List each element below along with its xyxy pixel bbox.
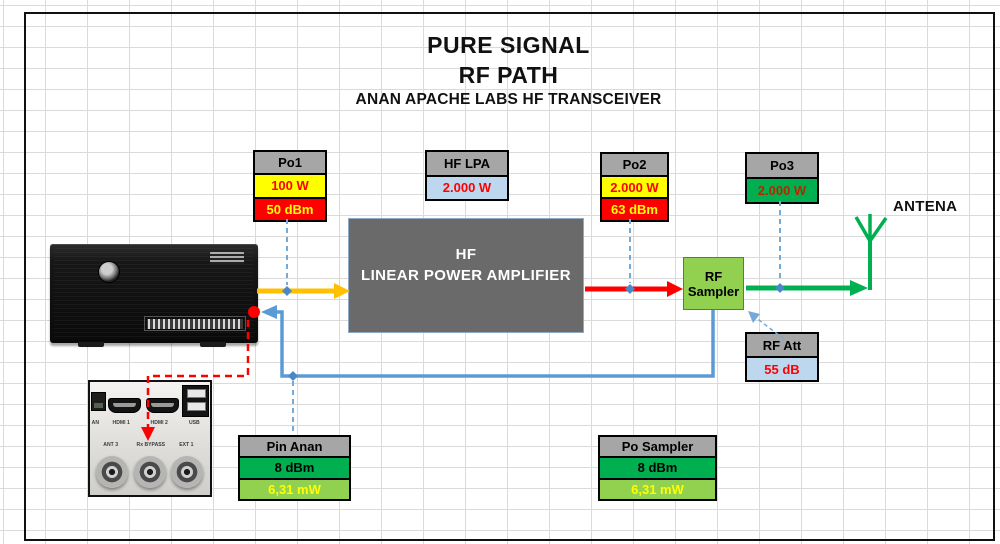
po2-watts-value: 2.000 W <box>602 174 667 198</box>
po3-watts-value: 2.000 W <box>747 177 817 202</box>
hdmi2-port-label: HDMI 2 <box>150 420 168 426</box>
hf-lpa-measurement-box: HF LPA 2.000 W <box>425 150 509 201</box>
hf-lpa-watts-value: 2.000 W <box>427 174 507 199</box>
rf-att-value: 55 dB <box>747 356 817 380</box>
bnc-connector-rx-bypass-icon <box>134 456 166 488</box>
apache-labs-logo <box>210 252 244 264</box>
page-subtitle-transceiver: ANAN APACHE LABS HF TRANSCEIVER <box>355 91 662 108</box>
bnc-connector-ext1-icon <box>171 456 203 488</box>
hdmi1-port-icon <box>108 398 141 413</box>
rf-att-measurement-box: RF Att 55 dB <box>745 332 819 382</box>
po1-measurement-box: Po1 100 W 50 dBm <box>253 150 327 222</box>
po1-watts-value: 100 W <box>255 173 325 197</box>
device-foot <box>78 342 104 347</box>
sampler-line2: Sampler <box>687 283 740 299</box>
po-sampler-mw-value: 6,31 mW <box>600 477 715 499</box>
ant3-connector-label: ANT 3 <box>103 442 119 448</box>
diagram-border <box>24 12 995 541</box>
po1-dbm-value: 50 dBm <box>255 196 325 220</box>
antenna-label: ANTENA <box>893 198 958 215</box>
po-sampler-measurement-box: Po Sampler 8 dBm 6,31 mW <box>598 435 717 501</box>
rf-sampler-block: RF Sampler <box>683 257 744 310</box>
pin-anan-measurement-box: Pin Anan 8 dBm 6,31 mW <box>238 435 351 501</box>
transceiver-back-panel-photo: AN HDMI 1 HDMI 2 USB ANT 3 Rx BYPASS EXT… <box>88 380 212 497</box>
rx-bypass-connector-label: Rx BYPASS <box>136 442 166 448</box>
hf-lpa-header: HF LPA <box>427 152 507 175</box>
po2-dbm-value: 63 dBm <box>602 197 667 221</box>
ethernet-port-icon <box>91 392 106 411</box>
amplifier-line2: LINEAR POWER AMPLIFIER <box>361 266 571 284</box>
pin-anan-dbm-value: 8 dBm <box>240 456 349 478</box>
po3-measurement-box: Po3 2.000 W <box>745 152 819 204</box>
hdmi1-port-label: HDMI 1 <box>112 420 130 426</box>
po3-header: Po3 <box>747 154 817 177</box>
ext1-connector-label: EXT 1 <box>179 442 194 448</box>
page-subtitle-rf-path: RF PATH <box>458 62 559 88</box>
lan-port-label: AN <box>91 420 100 426</box>
po-sampler-dbm-value: 8 dBm <box>600 456 715 478</box>
po2-header: Po2 <box>602 154 667 175</box>
usb-port-icon <box>182 385 209 417</box>
po2-measurement-box: Po2 2.000 W 63 dBm <box>600 152 669 222</box>
bnc-connector-ant3-icon <box>96 456 128 488</box>
usb-port-label: USB <box>188 420 200 426</box>
power-button-icon <box>98 261 120 283</box>
pin-anan-header: Pin Anan <box>240 437 349 457</box>
pin-anan-mw-value: 6,31 mW <box>240 477 349 499</box>
amplifier-line1: HF <box>455 245 477 263</box>
rf-att-header: RF Att <box>747 334 817 356</box>
po-sampler-header: Po Sampler <box>600 437 715 457</box>
hdmi2-port-icon <box>146 398 179 413</box>
page-title: PURE SIGNAL <box>427 32 590 58</box>
device-foot <box>200 342 226 347</box>
sampler-line1: RF <box>704 268 723 284</box>
hf-linear-power-amplifier-block: HF LINEAR POWER AMPLIFIER <box>348 218 584 333</box>
po1-header: Po1 <box>255 152 325 174</box>
model-label-strip <box>144 316 246 331</box>
anan-transceiver-photo <box>50 244 258 347</box>
